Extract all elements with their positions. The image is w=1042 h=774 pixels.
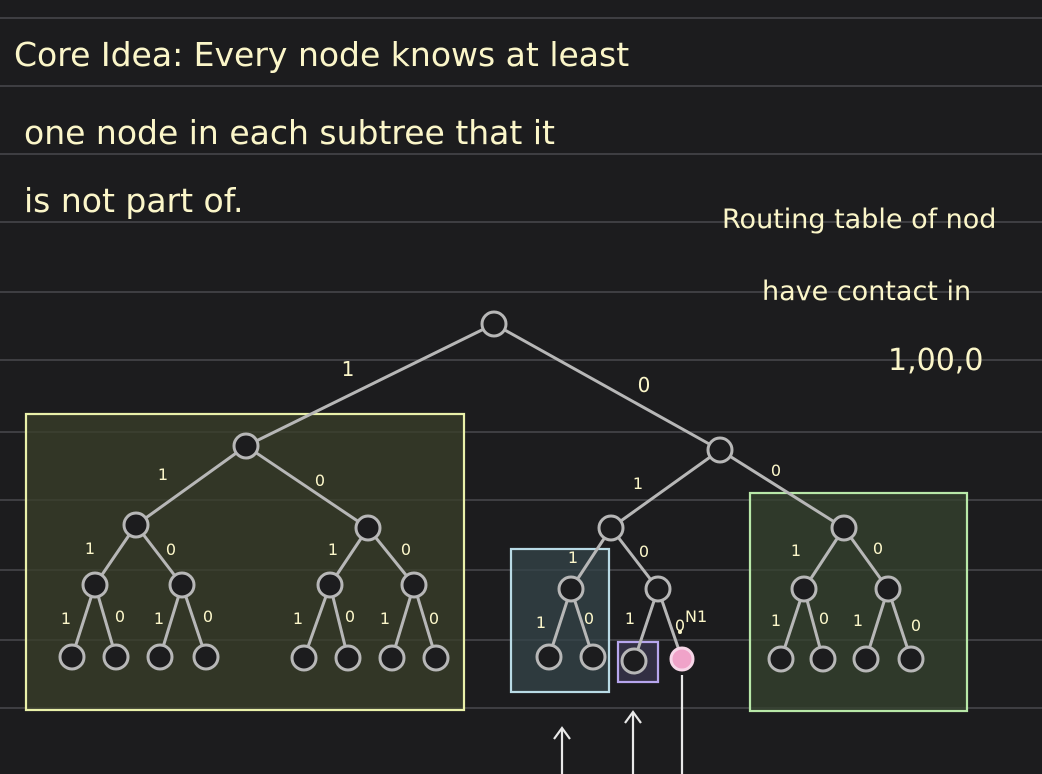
tree-node bbox=[378, 644, 406, 672]
tree-node bbox=[192, 643, 220, 671]
edge-label: 0 bbox=[166, 540, 176, 559]
edge-label: 1 bbox=[158, 465, 168, 484]
node-n1 bbox=[669, 646, 695, 672]
tree-node bbox=[809, 645, 837, 673]
heading-line-2: one node in each subtree that it bbox=[24, 113, 555, 152]
heading-line-3: is not part of. bbox=[24, 181, 243, 220]
tree-node bbox=[644, 575, 672, 603]
edge-label: 0 bbox=[819, 609, 829, 628]
tree-edge bbox=[492, 322, 722, 452]
tree-node bbox=[597, 514, 625, 542]
edge-label: 1 bbox=[791, 541, 801, 560]
node-n1-label: N1 bbox=[685, 607, 707, 626]
tree-edge bbox=[244, 322, 496, 448]
edge-label: 0 bbox=[429, 609, 439, 628]
tree-node bbox=[579, 643, 607, 671]
tree-node bbox=[232, 432, 260, 460]
tree-node bbox=[422, 644, 450, 672]
edge-label: 1 bbox=[293, 609, 303, 628]
tree-edge bbox=[609, 448, 722, 530]
tree-node bbox=[480, 310, 508, 338]
tree-node bbox=[122, 511, 150, 539]
tree-node bbox=[852, 645, 880, 673]
tree-node bbox=[316, 571, 344, 599]
tree-node bbox=[146, 643, 174, 671]
edge-label: 0 bbox=[203, 607, 213, 626]
up-arrow-head bbox=[624, 710, 642, 724]
tree-nodes bbox=[58, 310, 925, 675]
edge-label: 1 bbox=[61, 609, 71, 628]
edge-label: 0 bbox=[584, 609, 594, 628]
edge-label: 1 bbox=[380, 609, 390, 628]
tree-edge bbox=[718, 448, 846, 530]
edge-label: 0 bbox=[115, 607, 125, 626]
tree-edge bbox=[134, 444, 248, 527]
edge-label: 0 bbox=[873, 539, 883, 558]
tree-node bbox=[535, 643, 563, 671]
right-subtree-box bbox=[748, 491, 969, 713]
edge-label: 0 bbox=[638, 373, 651, 397]
side-note-line-1: Routing table of nod bbox=[722, 204, 996, 235]
heading-line-1: Core Idea: Every node knows at least bbox=[14, 35, 629, 74]
tree-node bbox=[830, 514, 858, 542]
tree-node bbox=[767, 645, 795, 673]
tree-node bbox=[168, 571, 196, 599]
edge-label: 1 bbox=[633, 474, 643, 493]
tree-node bbox=[897, 645, 925, 673]
n1-dot bbox=[678, 630, 682, 634]
tree-node bbox=[790, 575, 818, 603]
pointer-arrows bbox=[553, 675, 684, 774]
tree-node bbox=[706, 436, 734, 464]
tree-node bbox=[334, 644, 362, 672]
edge-label: 0 bbox=[771, 461, 781, 480]
edge-label: 1 bbox=[85, 539, 95, 558]
side-note-line-2: have contact in bbox=[762, 276, 971, 307]
side-note-line-3: 1,00,0 bbox=[888, 343, 983, 378]
edge-label: 1 bbox=[536, 613, 546, 632]
tree-edge bbox=[244, 444, 370, 530]
tree-node bbox=[620, 647, 648, 675]
edge-label: 1 bbox=[328, 540, 338, 559]
tree-node bbox=[58, 643, 86, 671]
edge-label: 1 bbox=[771, 611, 781, 630]
tree-node bbox=[557, 575, 585, 603]
edge-label: 0 bbox=[911, 616, 921, 635]
tree-node bbox=[290, 644, 318, 672]
edge-label: 0 bbox=[675, 616, 685, 635]
edge-label: 1 bbox=[154, 609, 164, 628]
edge-labels: 1 0 1 0 1 0 1 0 1 0 1 0 1 0 1 0 1 0 1 0 1 0 1 0 1 0 1 0 1 0 bbox=[61, 357, 921, 635]
edge-label: 1 bbox=[853, 611, 863, 630]
edge-label: 1 bbox=[342, 357, 355, 381]
edge-label: 0 bbox=[345, 607, 355, 626]
tree-node bbox=[874, 575, 902, 603]
tree-node bbox=[81, 571, 109, 599]
up-arrow-head bbox=[553, 726, 571, 740]
edge-label: 1 bbox=[568, 548, 578, 567]
edge-label: 0 bbox=[639, 542, 649, 561]
edge-label: 0 bbox=[315, 471, 325, 490]
tree-node bbox=[102, 643, 130, 671]
tree-node bbox=[354, 514, 382, 542]
edge-label: 1 bbox=[625, 609, 635, 628]
tree-node bbox=[400, 571, 428, 599]
edge-label: 0 bbox=[401, 540, 411, 559]
